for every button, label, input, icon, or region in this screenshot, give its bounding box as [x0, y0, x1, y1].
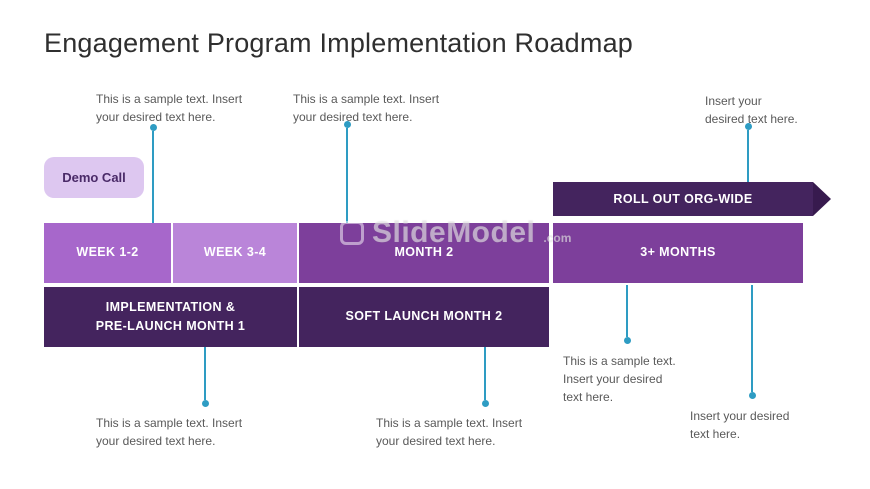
- annotation-top-right: Insert your desired text here.: [705, 94, 798, 126]
- page-title: Engagement Program Implementation Roadma…: [44, 28, 634, 58]
- phase-bar-3-plus-months: 3+ MONTHS: [553, 223, 803, 283]
- connector-bottom-left: [202, 347, 209, 407]
- stage-bar-implementation-prelaunch: IMPLEMENTATION & PRE-LAUNCH MONTH 1: [44, 287, 297, 347]
- connector-dot: [202, 400, 209, 407]
- annotation-bottom-left: This is a sample text. Insert your desir…: [96, 416, 243, 448]
- rollout-label: ROLL OUT ORG-WIDE: [553, 182, 813, 216]
- connector-dot: [150, 124, 157, 131]
- phase-bar-week-1-2: WEEK 1-2: [44, 223, 171, 283]
- connector-top-left: [150, 124, 157, 224]
- phase-bar-week-3-4: WEEK 3-4: [173, 223, 297, 283]
- annotation-top-left: This is a sample text. Insert your desir…: [96, 92, 243, 124]
- connector-right-lower: [749, 285, 756, 399]
- rollout-arrow-bar: ROLL OUT ORG-WIDE: [553, 182, 831, 216]
- connector-top-center: [344, 121, 351, 224]
- phase-bar-month-2: MONTH 2: [299, 223, 549, 283]
- annotation-bottom-center: This is a sample text. Insert your desir…: [376, 416, 523, 448]
- connector-dot: [745, 123, 752, 130]
- connector-dot: [344, 121, 351, 128]
- connector-bottom-center: [482, 347, 489, 407]
- connector-dot: [482, 400, 489, 407]
- stage-bar-soft-launch: SOFT LAUNCH MONTH 2: [299, 287, 549, 347]
- connector-right-upper: [624, 285, 631, 344]
- annotation-top-center: This is a sample text. Insert your desir…: [293, 92, 440, 124]
- demo-call-badge: Demo Call: [44, 157, 144, 198]
- connector-dot: [624, 337, 631, 344]
- connector-top-right: [745, 123, 752, 182]
- arrowhead-right-icon: [813, 182, 831, 216]
- connector-dot: [749, 392, 756, 399]
- annotation-right-lower: Insert your desired text here.: [690, 409, 790, 441]
- annotation-right-upper: This is a sample text. Insert your desir…: [563, 354, 676, 404]
